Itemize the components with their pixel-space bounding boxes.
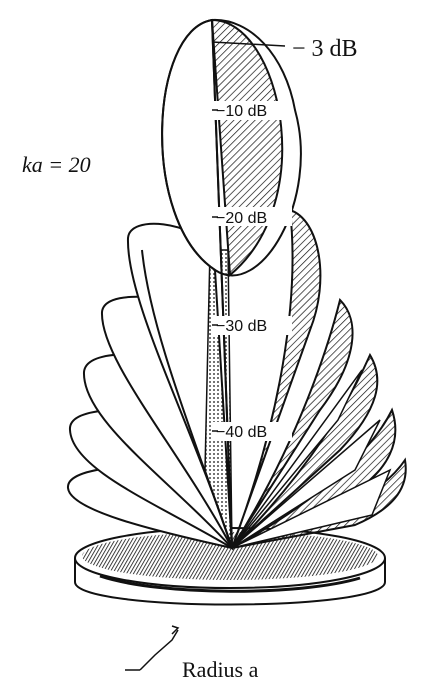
level-label-30db: −30 dB xyxy=(216,318,267,335)
level-label-20db: −20 dB xyxy=(216,210,267,227)
radius-leader xyxy=(125,625,180,671)
ka-label: ka = 20 xyxy=(22,152,91,177)
level-label-3db: − 3 dB xyxy=(292,36,358,62)
side-lobes-left xyxy=(66,222,234,551)
level-ticks xyxy=(211,41,286,432)
level-label-10db: −10 dB xyxy=(216,103,267,120)
level-label-40db: −40 dB xyxy=(216,424,267,441)
level-markers xyxy=(212,101,292,441)
radius-label: Radius a xyxy=(182,657,259,682)
side-lobes-right xyxy=(231,208,407,549)
